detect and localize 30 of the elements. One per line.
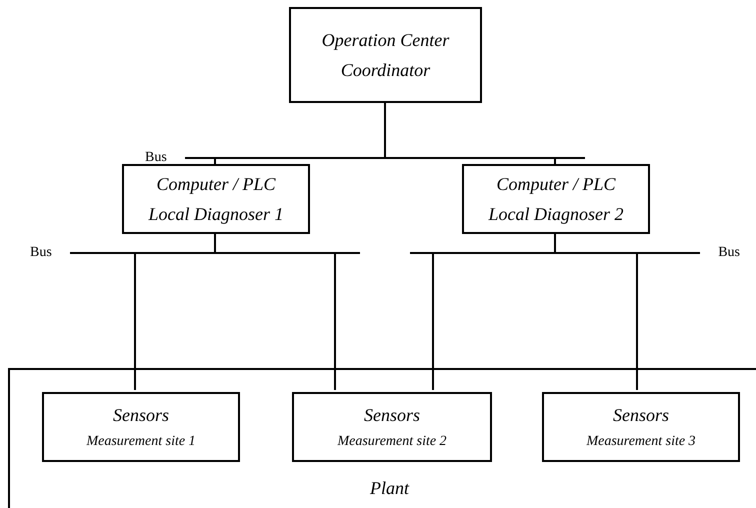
bus-label: Bus <box>30 247 52 259</box>
connector-line <box>384 103 386 158</box>
box-subtitle: Measurement site 3 <box>586 433 696 451</box>
bus-line <box>30 247 360 259</box>
connector-line <box>134 253 136 390</box>
connector-line <box>432 253 434 390</box>
box-subtitle: Measurement site 1 <box>86 433 196 451</box>
connector-line <box>334 253 336 390</box>
box-subtitle: Measurement site 2 <box>337 433 447 451</box>
box-title: Sensors <box>112 404 169 427</box>
process-box <box>292 392 492 462</box>
connector-line <box>554 234 556 253</box>
bus-label: Bus <box>718 247 740 259</box>
process-box <box>542 392 740 462</box>
box-title: Sensors <box>612 404 669 427</box>
plant-label: Plant <box>370 477 409 500</box>
box-title: Computer / PLC Local Diagnoser 2 <box>487 173 624 226</box>
process-box <box>289 7 482 103</box>
process-box <box>462 164 650 234</box>
box-title: Sensors <box>364 404 420 427</box>
box-title: Operation Center Coordinator <box>320 29 450 82</box>
box-title: Computer / PLC Local Diagnoser 1 <box>147 173 284 226</box>
bus-line <box>145 152 585 164</box>
connector-line <box>214 234 216 253</box>
process-box <box>122 164 310 234</box>
bus-label: Bus <box>145 152 167 164</box>
connector-line <box>636 253 638 390</box>
bus-line <box>410 247 740 259</box>
process-box <box>42 392 240 462</box>
plant-boundary <box>8 368 756 508</box>
